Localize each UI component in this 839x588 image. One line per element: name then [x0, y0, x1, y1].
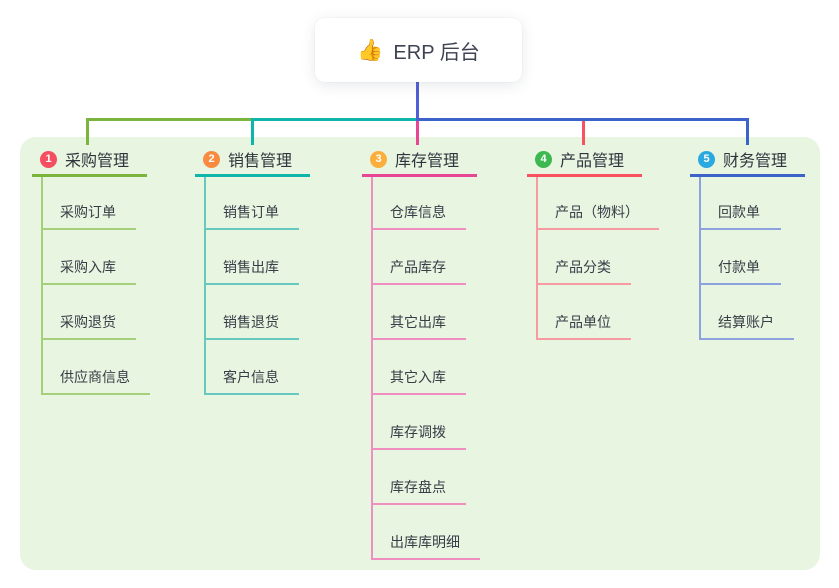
child-node[interactable]: 其它出库 — [373, 285, 466, 340]
child-node-label: 产品单位 — [555, 314, 611, 330]
child-node[interactable]: 结算账户 — [701, 285, 794, 340]
branch-3-header[interactable]: 3 库存管理 — [362, 144, 477, 177]
child-node-label: 产品分类 — [555, 259, 611, 275]
branch-1-label: 采购管理 — [65, 153, 130, 170]
branch-5-label: 财务管理 — [723, 153, 788, 170]
branch-4-label: 产品管理 — [560, 153, 625, 170]
branch-5-children: 回款单付款单结算账户 — [699, 177, 805, 340]
branches-panel — [20, 137, 820, 570]
child-node[interactable]: 产品分类 — [538, 230, 631, 285]
child-node[interactable]: 销售出库 — [206, 230, 299, 285]
root-node[interactable]: 👍 ERP 后台 — [315, 18, 522, 82]
child-node-label: 库存盘点 — [390, 479, 446, 495]
child-node-label: 出库库明细 — [390, 534, 460, 550]
child-node[interactable]: 其它入库 — [373, 340, 466, 395]
child-node-label: 其它出库 — [390, 314, 446, 330]
child-node-label: 采购入库 — [60, 259, 116, 275]
branch-2-drop-line — [251, 118, 254, 145]
branch-4-number-badge: 4 — [535, 150, 552, 168]
child-node[interactable]: 仓库信息 — [373, 177, 466, 230]
branch-1-number-badge: 1 — [40, 150, 57, 168]
branch-2-header[interactable]: 2 销售管理 — [195, 144, 310, 177]
child-node[interactable]: 付款单 — [701, 230, 781, 285]
child-node-label: 产品（物料） — [555, 204, 639, 220]
branch-5-number-badge: 5 — [698, 150, 715, 168]
root-label: ERP 后台 — [393, 41, 480, 64]
branch-5-header[interactable]: 5 财务管理 — [690, 144, 805, 177]
rail-segment-green — [86, 118, 254, 121]
rail-segment-teal — [251, 118, 418, 121]
child-node-label: 其它入库 — [390, 369, 446, 385]
child-node[interactable]: 产品单位 — [538, 285, 631, 340]
child-node-label: 销售订单 — [223, 204, 279, 220]
branch-1: 1 采购管理采购订单采购入库采购退货供应商信息 — [32, 144, 150, 395]
branch-3-drop-line — [416, 118, 419, 145]
child-node[interactable]: 出库库明细 — [373, 505, 480, 560]
branch-3-number-badge: 3 — [370, 150, 387, 168]
branch-2-children: 销售订单销售出库销售退货客户信息 — [204, 177, 310, 395]
branch-2-number-badge: 2 — [203, 150, 220, 168]
branch-3-children: 仓库信息产品库存其它出库其它入库库存调拨库存盘点出库库明细 — [371, 177, 480, 560]
child-node-label: 供应商信息 — [60, 369, 130, 385]
child-node[interactable]: 产品（物料） — [538, 177, 659, 230]
child-node-label: 仓库信息 — [390, 204, 446, 220]
child-node[interactable]: 库存盘点 — [373, 450, 466, 505]
child-node-label: 库存调拨 — [390, 424, 446, 440]
child-node-label: 结算账户 — [718, 314, 774, 330]
thumbs-up-icon: 👍 — [357, 38, 384, 62]
branch-1-drop-line — [86, 118, 89, 145]
child-node-label: 销售退货 — [223, 314, 279, 330]
child-node-label: 客户信息 — [223, 369, 279, 385]
branch-5: 5 财务管理回款单付款单结算账户 — [690, 144, 805, 340]
child-node-label: 产品库存 — [390, 259, 446, 275]
child-node-label: 采购退货 — [60, 314, 116, 330]
child-node[interactable]: 供应商信息 — [43, 340, 150, 395]
child-node-label: 付款单 — [718, 259, 760, 275]
child-node[interactable]: 采购订单 — [43, 177, 136, 230]
branch-1-header[interactable]: 1 采购管理 — [32, 144, 147, 177]
child-node-label: 采购订单 — [60, 204, 116, 220]
branch-3: 3 库存管理仓库信息产品库存其它出库其它入库库存调拨库存盘点出库库明细 — [362, 144, 480, 560]
branch-5-drop-line — [746, 118, 749, 145]
child-node[interactable]: 库存调拨 — [373, 395, 466, 450]
child-node[interactable]: 客户信息 — [206, 340, 299, 395]
child-node-label: 销售出库 — [223, 259, 279, 275]
branch-4-header[interactable]: 4 产品管理 — [527, 144, 642, 177]
child-node[interactable]: 销售退货 — [206, 285, 299, 340]
root-connector-line — [416, 82, 419, 121]
branch-2: 2 销售管理销售订单销售出库销售退货客户信息 — [195, 144, 310, 395]
child-node[interactable]: 采购退货 — [43, 285, 136, 340]
rail-segment-blue — [418, 118, 749, 121]
branch-1-children: 采购订单采购入库采购退货供应商信息 — [41, 177, 150, 395]
child-node[interactable]: 回款单 — [701, 177, 781, 230]
child-node[interactable]: 采购入库 — [43, 230, 136, 285]
branch-4-drop-line — [582, 118, 585, 145]
branch-4: 4 产品管理产品（物料） 产品分类产品单位 — [527, 144, 659, 340]
child-node[interactable]: 销售订单 — [206, 177, 299, 230]
branch-4-children: 产品（物料） 产品分类产品单位 — [536, 177, 659, 340]
child-node[interactable]: 产品库存 — [373, 230, 466, 285]
child-node-label: 回款单 — [718, 204, 760, 220]
branch-2-label: 销售管理 — [228, 153, 293, 170]
branch-3-label: 库存管理 — [395, 153, 460, 170]
